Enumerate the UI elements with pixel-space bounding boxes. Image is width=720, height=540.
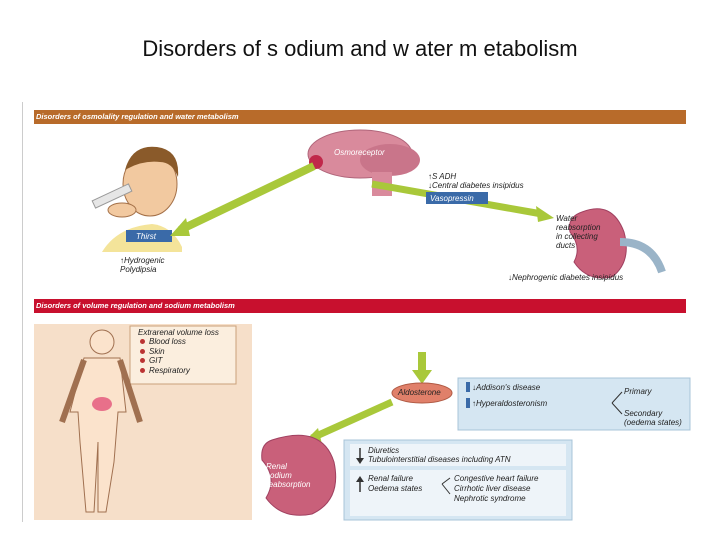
nephrotic-label: Nephrotic syndrome: [454, 494, 526, 503]
bullet-dot: [140, 367, 145, 373]
extrarenal-list: Blood loss Skin GIT Respiratory: [140, 337, 190, 375]
aldosterone-label: Aldosterone: [398, 388, 441, 397]
chf-label: Congestive heart failure: [454, 474, 539, 483]
renal-label-3: reabsorption: [266, 480, 311, 489]
hyperaldosteronism-label: ↑Hyperaldosteronism: [472, 399, 548, 408]
oedema-states-sub-label: (oedema states): [624, 418, 682, 427]
water-reab-label-1: Water: [556, 214, 578, 223]
diagram-graphics: [22, 102, 700, 522]
tubulointerstitial-label: Tubulointerstitial diseases including AT…: [368, 455, 511, 464]
human-body-illustration: [59, 329, 143, 513]
water-reab-label-4: ducts: [556, 241, 576, 250]
polydipsia-label: Polydipsia: [120, 265, 157, 274]
section-band-volume: [34, 299, 686, 313]
aldosterone-node: [391, 382, 453, 404]
slide-title: Disorders of s odium and w ater m etabol…: [142, 36, 578, 61]
renal-label-1: Renal: [266, 462, 287, 471]
vasopressin-label: Vasopressin: [430, 194, 474, 203]
extrarenal-item: Blood loss: [149, 337, 186, 347]
water-reab-label-2: reabsorption: [556, 223, 601, 232]
arrow-aldosterone-renal: [310, 398, 394, 442]
bullet-dot: [140, 358, 145, 364]
diagram-figure: Disorders of osmolality regulation and w…: [22, 102, 700, 522]
hydrogenic-label: ↑Hydrogenic: [120, 256, 165, 265]
central-di-label: ↓Central diabetes insipidus: [428, 181, 524, 190]
addison-label: ↓Addison's disease: [472, 383, 541, 392]
extrarenal-title: Extrarenal volume loss: [138, 328, 219, 337]
cirrhosis-label: Cirrhotic liver disease: [454, 484, 531, 493]
band-title-osmolality: Disorders of osmolality regulation and w…: [36, 112, 239, 121]
extrarenal-item: Respiratory: [149, 365, 190, 375]
aldosterone-causes-panel: [457, 377, 691, 431]
secondary-label: Secondary: [624, 409, 663, 418]
kidney-bottom: [261, 434, 337, 516]
thirst-label: Thirst: [136, 232, 156, 241]
section-band-osmolality: [34, 110, 686, 124]
kidney-top: [569, 208, 666, 279]
band-title-volume: Disorders of volume regulation and sodiu…: [36, 301, 235, 310]
renal-failure-label: Renal failure: [368, 474, 413, 483]
bullet-dot: [140, 348, 145, 354]
adh-label: ↑S ADH: [428, 172, 457, 181]
arrow-osmoreceptor-thirst: [178, 162, 316, 234]
nephrogenic-di-label: ↓Nephrogenic diabetes insipidus: [508, 273, 624, 282]
primary-label: Primary: [624, 387, 652, 396]
water-reab-label-3: in collecting: [556, 232, 598, 241]
thirsty-person-illustration: [91, 146, 182, 252]
bullet-dot: [140, 339, 145, 345]
osmoreceptor-label: Osmoreceptor: [334, 148, 385, 157]
vasopressin-box: [426, 192, 488, 204]
renal-label-2: sodium: [266, 471, 292, 480]
thirst-label-box: [126, 230, 172, 242]
extrarenal-item: GIT: [149, 356, 163, 366]
oedema-states-label: Oedema states: [368, 484, 423, 493]
diuretics-label: Diuretics: [368, 446, 400, 455]
extrarenal-item: Skin: [149, 346, 165, 356]
